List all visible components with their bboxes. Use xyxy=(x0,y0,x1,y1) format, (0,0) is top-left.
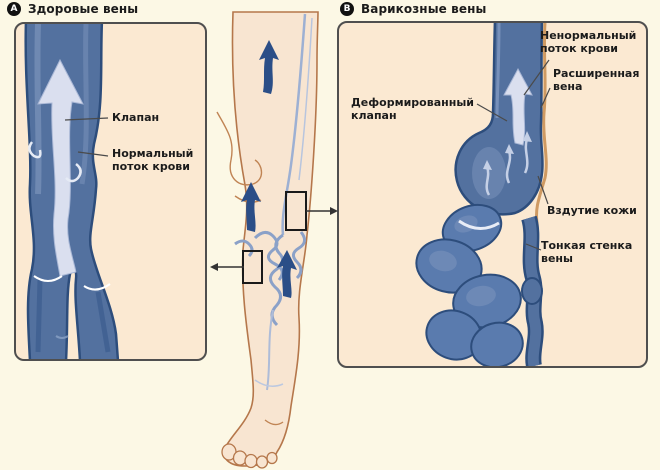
panel-b-badge: B xyxy=(340,2,354,16)
label-normal-blood-flow: Нормальный поток крови xyxy=(112,147,194,173)
label-thin-vein-wall: Тонкая стенка вены xyxy=(541,239,633,265)
panel-a-badge: A xyxy=(7,2,21,16)
healthy-vein-illustration xyxy=(24,24,120,359)
panel-b-header: B Варикозные вены xyxy=(340,2,486,16)
label-skin-bulge: Вздутие кожи xyxy=(547,204,637,217)
panel-a-header: A Здоровые вены xyxy=(7,2,138,16)
label-deformed-valve: Деформированный клапан xyxy=(351,96,474,122)
label-dilated-vein: Расширенная вена xyxy=(553,67,640,93)
label-abnormal-blood-flow: Ненормальный поток крови xyxy=(540,29,637,55)
label-valve: Клапан xyxy=(112,111,160,124)
panel-b-title: Варикозные вены xyxy=(361,2,487,16)
leg-illustration xyxy=(216,11,319,469)
panel-a-title: Здоровые вены xyxy=(28,2,139,16)
panel-healthy-veins xyxy=(14,22,207,361)
